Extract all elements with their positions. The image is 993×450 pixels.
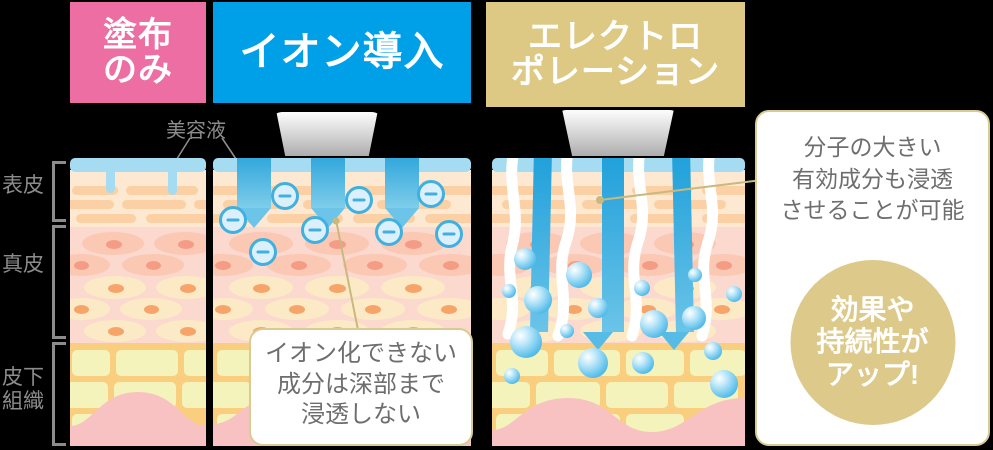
minus-ion-icon bbox=[249, 238, 277, 266]
molecule-bubble-icon bbox=[688, 268, 702, 282]
bracket-dermis bbox=[52, 225, 66, 339]
layer-label-subcutaneous: 皮下 組織 bbox=[2, 366, 44, 413]
molecule-bubble-icon bbox=[504, 368, 520, 384]
minus-ion-icon bbox=[375, 218, 403, 246]
molecule-bubble-icon bbox=[514, 248, 536, 270]
skin-panel-apply-only bbox=[70, 158, 206, 446]
minus-ion-icon bbox=[417, 180, 445, 208]
skin-panel-electroporation bbox=[492, 158, 745, 446]
pore-channel-icon bbox=[502, 158, 719, 342]
serum-drip bbox=[106, 171, 115, 193]
bracket-epidermis bbox=[52, 161, 66, 222]
muscle-layer bbox=[492, 398, 745, 446]
header-apply-only-label: 塗布 のみ bbox=[103, 15, 173, 89]
callout-right: 分子の大きい 有効成分も浸透 させることが可能 効果や 持続性が アップ! bbox=[755, 110, 990, 446]
down-arrow-icon bbox=[583, 332, 613, 350]
minus-ion-icon bbox=[271, 182, 299, 210]
molecule-bubble-icon bbox=[502, 284, 516, 298]
callout-right-text: 分子の大きい 有効成分も浸透 させることが可能 bbox=[780, 134, 965, 224]
callout-right-leader bbox=[596, 179, 763, 204]
header-iontophoresis-label: イオン導入 bbox=[239, 30, 445, 75]
header-iontophoresis: イオン導入 bbox=[213, 2, 471, 103]
molecule-bubble-icon bbox=[634, 280, 650, 296]
layer-label-dermis: 真皮 bbox=[2, 253, 44, 276]
applicator-device-icon bbox=[272, 112, 382, 156]
callout-left-text: イオン化できない 成分は深部まで 浸透しない bbox=[265, 340, 457, 429]
molecule-bubble-icon bbox=[524, 286, 552, 314]
molecule-bubble-icon bbox=[640, 310, 668, 338]
bracket-subcutaneous bbox=[52, 342, 66, 446]
muscle-layer bbox=[70, 392, 206, 446]
layer-label-epidermis: 表皮 bbox=[2, 174, 44, 197]
minus-ion-icon bbox=[435, 220, 463, 248]
header-electroporation-label: エレクトロ ポレーション bbox=[510, 17, 721, 91]
molecule-bubble-icon bbox=[682, 306, 706, 330]
molecule-bubble-icon bbox=[560, 324, 574, 338]
minus-ion-icon bbox=[219, 206, 247, 234]
minus-ion-icon bbox=[301, 216, 329, 244]
header-electroporation: エレクトロ ポレーション bbox=[486, 2, 745, 107]
molecule-bubble-icon bbox=[704, 342, 722, 360]
molecule-bubble-icon bbox=[578, 348, 608, 378]
molecule-bubble-icon bbox=[710, 370, 738, 398]
callout-left: イオン化できない 成分は深部まで 浸透しない bbox=[249, 328, 473, 446]
serum-drip bbox=[168, 171, 177, 195]
badge-effect-boost: 効果や 持続性が アップ! bbox=[790, 260, 955, 425]
beam bbox=[672, 158, 694, 332]
callout-left-leader bbox=[332, 218, 359, 331]
beam bbox=[602, 158, 624, 332]
header-apply-only: 塗布 のみ bbox=[70, 2, 206, 103]
down-arrow-icon bbox=[237, 158, 271, 230]
serum-label: 美容液 bbox=[166, 120, 226, 142]
molecule-bubble-icon bbox=[632, 352, 654, 374]
down-arrow-icon bbox=[659, 332, 689, 350]
minus-ion-icon bbox=[345, 186, 373, 214]
molecule-bubble-icon bbox=[726, 286, 742, 302]
badge-effect-boost-text: 効果や 持続性が アップ! bbox=[816, 293, 929, 390]
serum-film bbox=[70, 158, 206, 172]
molecule-bubble-icon bbox=[566, 262, 592, 288]
molecule-bubble-icon bbox=[510, 326, 542, 358]
applicator-device-icon bbox=[556, 110, 680, 156]
molecule-bubble-icon bbox=[588, 298, 608, 318]
